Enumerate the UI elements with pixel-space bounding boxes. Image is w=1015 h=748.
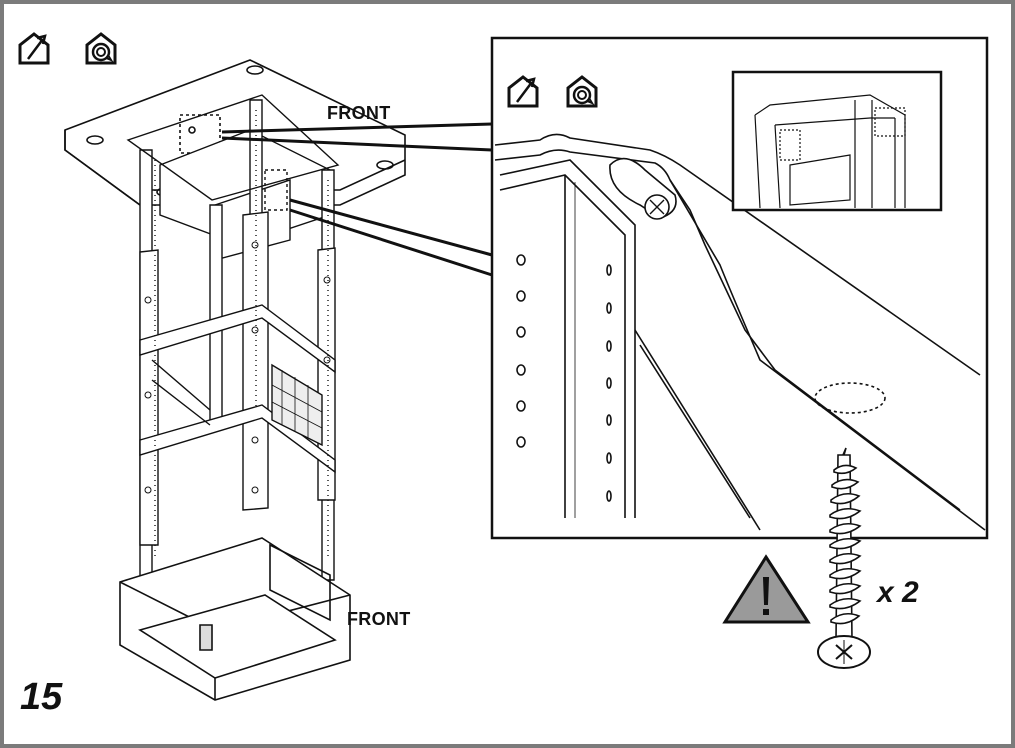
wood-screw-icon	[817, 447, 871, 669]
detail-leader-lines	[221, 122, 493, 277]
telescopic-frame	[126, 94, 340, 581]
quantity-label: x 2	[877, 576, 919, 609]
front-label-bottom: FRONT	[347, 609, 411, 629]
warning-triangle-icon	[722, 554, 811, 624]
detail-panel	[490, 36, 989, 540]
house-extraction-icon	[15, 29, 53, 67]
house-extraction-icon	[504, 72, 542, 110]
house-recirculation-icon	[85, 32, 117, 65]
front-label-top: FRONT	[327, 103, 391, 123]
inner-duct	[159, 129, 331, 261]
inset-overview	[731, 70, 943, 212]
hood-body	[119, 537, 351, 701]
step-number: 15	[20, 676, 63, 718]
